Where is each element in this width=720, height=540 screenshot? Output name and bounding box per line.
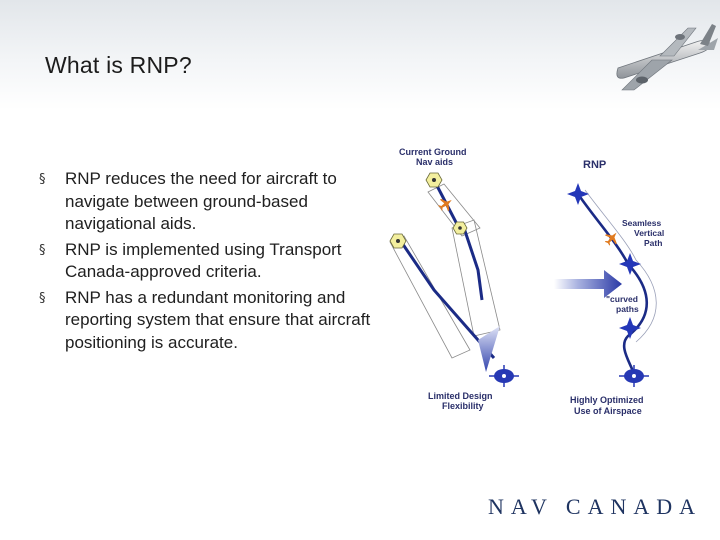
vor-station-icon bbox=[452, 221, 468, 235]
bullet-text: RNP reduces the need for aircraft to nav… bbox=[65, 169, 337, 233]
header-band bbox=[0, 0, 720, 110]
bullet-marker: § bbox=[39, 242, 46, 258]
left-caption-2: Flexibility bbox=[442, 401, 484, 411]
bullet-text: RNP is implemented using Transport Canad… bbox=[65, 239, 342, 282]
seamless-label-2: Vertical bbox=[634, 228, 664, 238]
bullet-item: § RNP has a redundant monitoring and rep… bbox=[38, 287, 378, 355]
conventional-route-line bbox=[432, 179, 484, 301]
left-heading-2: Nav aids bbox=[416, 157, 453, 167]
nav-canada-logo: NAV CANADA bbox=[488, 494, 703, 519]
aircraft-icon bbox=[604, 232, 617, 246]
transition-arrow bbox=[554, 270, 622, 298]
rnp-comparison-diagram: Current Ground Nav aids Limited Design F… bbox=[389, 147, 664, 416]
right-heading: RNP bbox=[583, 159, 606, 171]
airplane-photo-icon bbox=[616, 24, 718, 91]
aircraft-icon bbox=[438, 198, 452, 212]
approach-cone bbox=[478, 326, 500, 372]
rnp-curved-path-outline bbox=[584, 189, 657, 343]
slide-title: What is RNP? bbox=[45, 52, 192, 78]
bullet-marker: § bbox=[39, 290, 46, 306]
waypoint-star-icon bbox=[619, 253, 641, 275]
left-caption: Limited Design bbox=[428, 391, 493, 401]
bullet-item: § RNP is implemented using Transport Can… bbox=[38, 239, 378, 284]
vor-station-icon bbox=[425, 172, 443, 188]
runway-marker-icon bbox=[489, 365, 519, 387]
curved-label-2: paths bbox=[616, 304, 639, 314]
nav-corridor-outlines bbox=[389, 183, 501, 359]
seamless-label-3: Path bbox=[644, 238, 662, 248]
right-caption: Highly Optimized bbox=[570, 395, 644, 405]
rnp-curved-path bbox=[576, 193, 649, 375]
bullet-text: RNP has a redundant monitoring and repor… bbox=[65, 287, 371, 352]
bullet-item: § RNP reduces the need for aircraft to n… bbox=[38, 168, 378, 236]
seamless-label: Seamless bbox=[622, 218, 661, 228]
bullet-list: § RNP reduces the need for aircraft to n… bbox=[38, 168, 378, 357]
waypoint-star-icon bbox=[619, 317, 641, 339]
waypoint-star-icon bbox=[567, 183, 589, 205]
curved-label: "curved bbox=[606, 294, 638, 304]
left-heading: Current Ground bbox=[399, 147, 467, 157]
right-caption-2: Use of Airspace bbox=[574, 406, 642, 416]
runway-marker-icon bbox=[619, 365, 649, 387]
vor-station-icon bbox=[389, 233, 407, 249]
bullet-marker: § bbox=[39, 172, 46, 187]
